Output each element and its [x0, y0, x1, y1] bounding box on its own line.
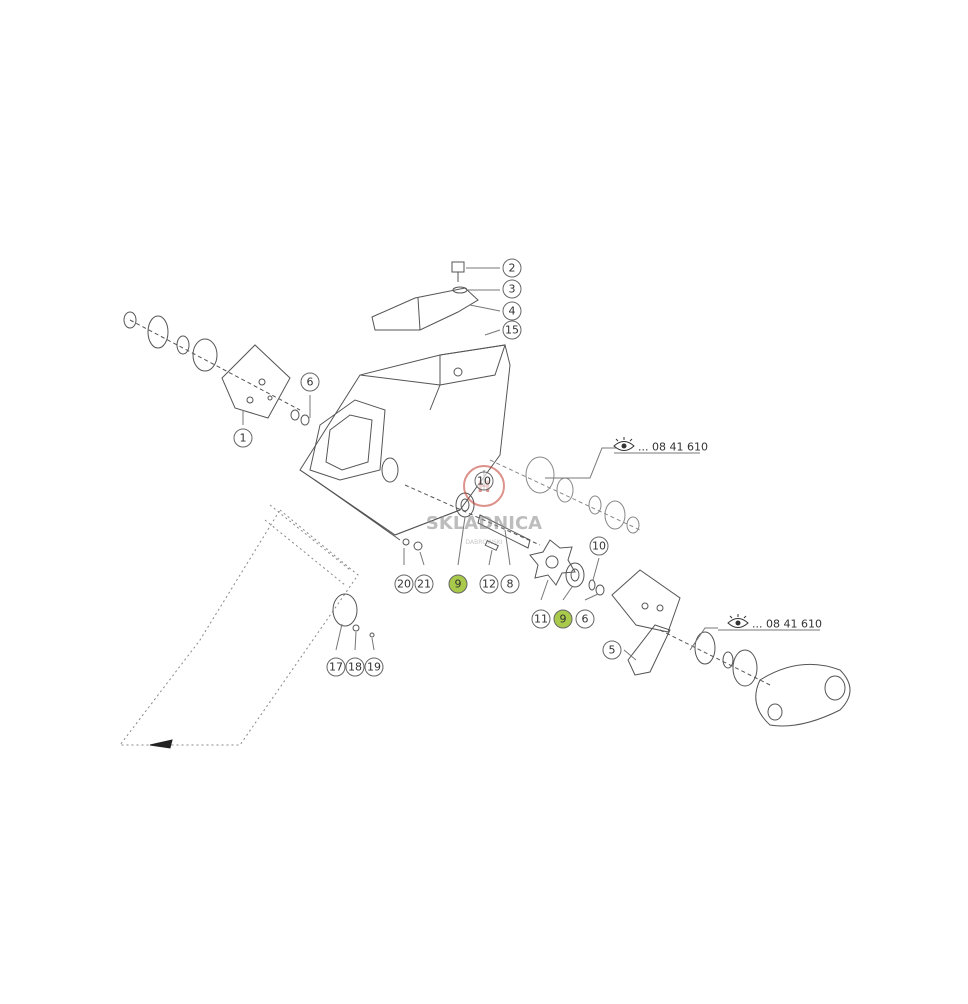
washer-part-10 — [588, 579, 596, 591]
callout-label: 3 — [509, 283, 516, 296]
callout-label: 1 — [240, 432, 247, 445]
callout-label: 15 — [505, 324, 519, 337]
callout-c4[interactable]: 4 — [502, 301, 522, 321]
reference-link-2[interactable]: ... 08 41 610 — [718, 614, 822, 631]
callout-label: 21 — [417, 578, 431, 591]
leader-lines — [242, 267, 718, 661]
right-hub-assembly — [659, 629, 771, 687]
washer-part-3 — [452, 286, 468, 294]
bearing-plate-part-1 — [221, 344, 310, 426]
callout-c10b[interactable]: 10 — [589, 536, 609, 556]
callout-c19[interactable]: 19 — [364, 657, 384, 677]
nut-part-21 — [413, 541, 423, 551]
callout-c20[interactable]: 20 — [394, 574, 414, 594]
callout-c9b[interactable]: 9 — [553, 609, 573, 629]
disc-part-17 — [332, 593, 358, 627]
bolt-part-20 — [402, 538, 410, 546]
callout-label: 9 — [455, 578, 462, 591]
nut-part-6 — [595, 584, 605, 596]
key-part-12 — [484, 539, 499, 551]
callout-label: 17 — [329, 661, 343, 674]
callout-c6a[interactable]: 6 — [300, 372, 320, 392]
reference-link-1[interactable]: ... 08 41 610 — [613, 437, 708, 454]
callout-c10a[interactable]: 10 — [474, 471, 494, 491]
chain-drive — [755, 663, 851, 727]
washer-part-19 — [369, 632, 375, 638]
callout-c18[interactable]: 18 — [345, 657, 365, 677]
callout-label: 12 — [482, 578, 496, 591]
bearing-part-9-right — [565, 562, 585, 588]
bracket-part-5 — [627, 624, 671, 676]
callout-label: 9 — [560, 613, 567, 626]
callout-c3[interactable]: 3 — [502, 279, 522, 299]
reference-text: ... 08 41 610 — [638, 441, 708, 454]
callout-label: 10 — [477, 475, 491, 488]
callout-c17[interactable]: 17 — [326, 657, 346, 677]
left-hub-assembly — [123, 311, 301, 411]
watermark-logo-icon — [463, 465, 505, 507]
callout-label: 5 — [609, 644, 616, 657]
callout-label: 10 — [592, 540, 606, 553]
reference-text: ... 08 41 610 — [752, 618, 822, 631]
callout-label: 18 — [348, 661, 362, 674]
callout-label: 6 — [307, 376, 314, 389]
callout-label: 11 — [534, 613, 548, 626]
shaft-part-8 — [477, 514, 531, 549]
lower-frame — [118, 504, 359, 746]
ghost-hub-assembly — [489, 456, 641, 534]
callout-c8[interactable]: 8 — [500, 574, 520, 594]
callout-label: 6 — [582, 613, 589, 626]
nut-part-18 — [352, 624, 360, 632]
callout-c12[interactable]: 12 — [479, 574, 499, 594]
callout-c2[interactable]: 2 — [502, 258, 522, 278]
callout-c6b[interactable]: 6 — [575, 609, 595, 629]
callout-c21[interactable]: 21 — [414, 574, 434, 594]
main-housing-part-15 — [299, 344, 511, 541]
callout-label: 20 — [397, 578, 411, 591]
shaft-axis — [404, 484, 541, 546]
watermark-text: SKLADNICA — [426, 513, 542, 534]
callout-label: 8 — [507, 578, 514, 591]
watermark-subtext: DABROWSKI — [465, 539, 502, 546]
callout-c11[interactable]: 11 — [531, 609, 551, 629]
cover-part-4 — [371, 287, 479, 331]
sprocket-part-11 — [529, 539, 576, 586]
callout-label: 19 — [367, 661, 381, 674]
callout-c15[interactable]: 15 — [502, 320, 522, 340]
callout-label: 2 — [509, 262, 516, 275]
callout-c5[interactable]: 5 — [602, 640, 622, 660]
callout-c1[interactable]: 1 — [233, 428, 253, 448]
bolt-part-2 — [451, 261, 465, 282]
bearing-plate-right — [611, 569, 681, 633]
callout-label: 4 — [509, 305, 516, 318]
eye-icon — [727, 614, 749, 628]
callout-c9a[interactable]: 9 — [448, 574, 468, 594]
eye-icon — [613, 437, 635, 451]
frame-corner — [149, 739, 173, 749]
